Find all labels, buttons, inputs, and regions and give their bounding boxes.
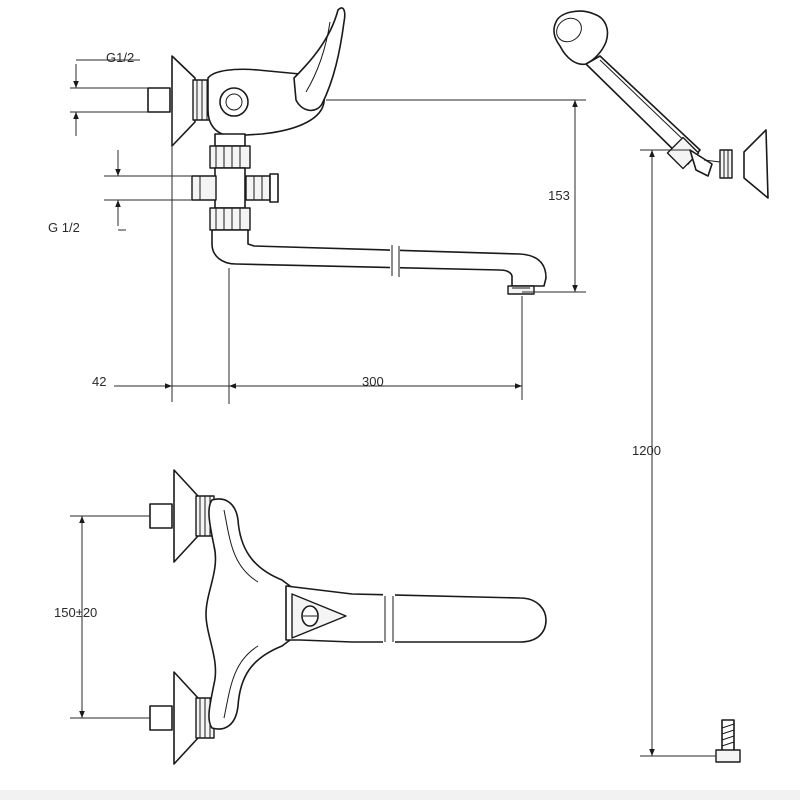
faucet-side-view [147, 7, 547, 295]
label-height-spout: 153 [548, 188, 570, 203]
dimension-lines-side [70, 59, 586, 404]
label-offset-wall: 42 [92, 374, 106, 389]
label-thread-top: G1/2 [106, 50, 134, 65]
label-centre-distance: 150±20 [54, 605, 97, 620]
label-shower-height: 1200 [632, 443, 661, 458]
faucet-front-view [149, 469, 547, 765]
label-thread-mid: G 1/2 [48, 220, 80, 235]
wall-outlet-bottom [715, 719, 741, 763]
dimension-line-centres [70, 515, 150, 719]
label-spout-length: 300 [362, 374, 384, 389]
hand-shower [553, 10, 769, 199]
dimension-line-shower [640, 149, 716, 757]
footer-strip [0, 790, 800, 800]
